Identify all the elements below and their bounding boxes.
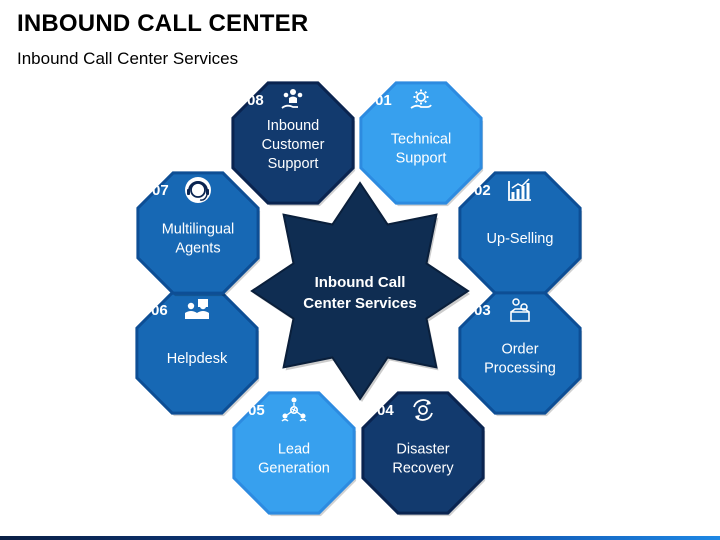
bottom-accent-bar (0, 536, 720, 540)
headset-agent-icon (185, 177, 211, 203)
service-octagon (232, 391, 356, 515)
service-label: Helpdesk (167, 351, 228, 367)
service-octagon (458, 291, 582, 415)
service-octagon (359, 81, 483, 205)
service-number: 07 (152, 182, 169, 199)
service-number: 05 (248, 402, 265, 419)
helpdesk-icon (185, 299, 209, 319)
service-number: 01 (375, 92, 392, 109)
service-octagon (136, 171, 260, 295)
support-team-icon (281, 89, 303, 109)
growth-chart-icon (508, 178, 531, 201)
service-number: 06 (151, 302, 168, 319)
gear-hand-icon (410, 89, 432, 109)
service-label: Up-Selling (487, 231, 554, 247)
service-number: 03 (474, 302, 491, 319)
service-octagon (135, 291, 259, 415)
recovery-gear-icon (413, 399, 433, 421)
gears-box-icon (510, 298, 530, 322)
service-octagon (361, 391, 485, 515)
service-number: 04 (377, 402, 394, 419)
service-number: 08 (247, 92, 264, 109)
page-subtitle: Inbound Call Center Services (17, 49, 239, 68)
page-title: INBOUND CALL CENTER (17, 10, 309, 37)
network-people-icon (281, 397, 307, 422)
service-octagon (231, 81, 355, 205)
service-number: 02 (474, 182, 491, 199)
